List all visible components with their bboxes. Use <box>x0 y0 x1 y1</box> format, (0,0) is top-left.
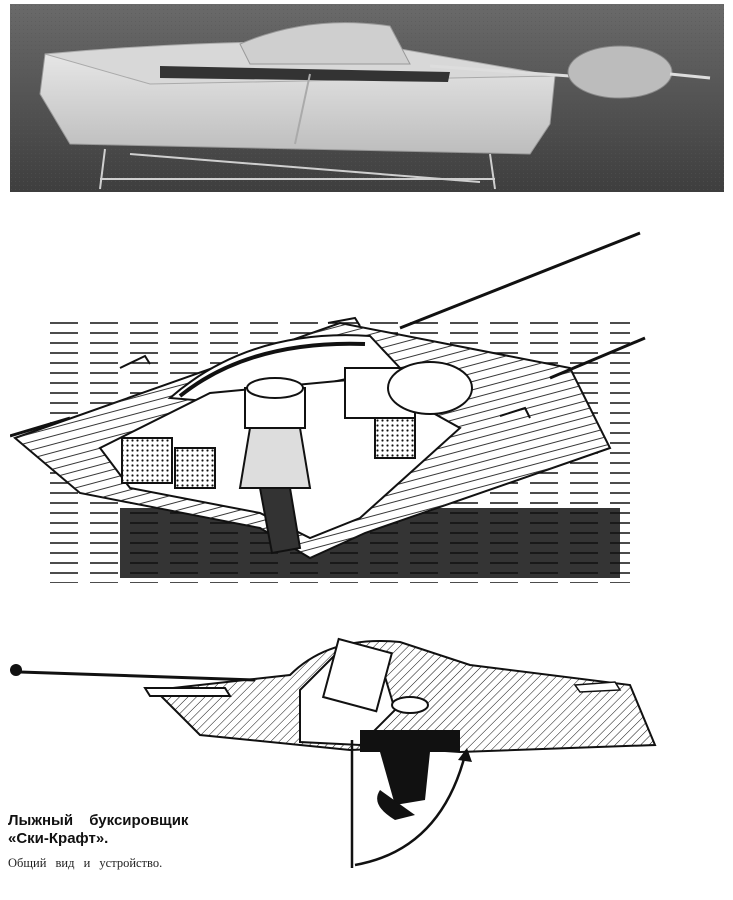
caption-title-line2: «Ски-Крафт». <box>8 830 109 847</box>
caption-title-line1: Лыжный буксировщик <box>8 812 189 829</box>
figure-caption: Лыжный буксировщик «Ски-Крафт». Общий ви… <box>8 812 308 871</box>
boat-section-drawing-icon <box>10 637 657 868</box>
boat-photo <box>10 4 724 192</box>
caption-title: Лыжный буксировщик «Ски-Крафт». <box>8 812 308 848</box>
boat-section-drawing <box>0 630 733 880</box>
boat-cutaway-drawing <box>10 228 660 588</box>
boat-photo-icon <box>10 4 724 192</box>
boat-cutaway-drawing-icon <box>10 231 646 583</box>
caption-subtitle: Общий вид и устройство. <box>8 856 163 870</box>
